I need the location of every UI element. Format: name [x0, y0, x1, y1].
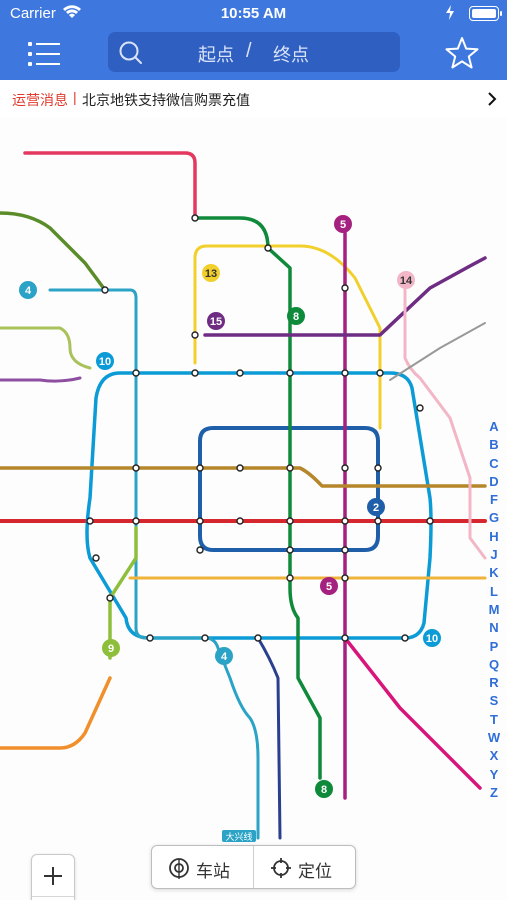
- subway-map-drawing[interactable]: 4 10 13 14 15 8 5 2 5 9 4 8 10: [0, 118, 507, 900]
- index-letter-f[interactable]: F: [490, 492, 498, 508]
- index-letter-q[interactable]: Q: [488, 656, 500, 672]
- subway-map[interactable]: 4 10 13 14 15 8 5 2 5 9 4 8 10: [0, 118, 507, 900]
- status-bar: Carrier 10:55 AM: [0, 0, 507, 28]
- line-s1-path: [0, 326, 92, 370]
- index-letter-z[interactable]: Z: [490, 784, 498, 800]
- nav-bar: 起点 / 终点: [0, 28, 507, 80]
- index-letter-k[interactable]: K: [489, 565, 499, 581]
- station-pin-icon: [169, 858, 189, 879]
- route-search-box[interactable]: 起点 / 终点: [108, 32, 400, 72]
- index-letter-t[interactable]: T: [490, 711, 498, 727]
- line-badge: 10: [426, 633, 438, 645]
- line-15-path: [203, 256, 487, 337]
- wifi-icon: [63, 5, 81, 18]
- charging-icon: [446, 5, 454, 20]
- index-letter-x[interactable]: X: [489, 748, 499, 764]
- battery-icon: [469, 6, 502, 21]
- line-badge: 15: [210, 316, 222, 328]
- line-9-path: [108, 526, 138, 660]
- line-14-path: [403, 276, 487, 560]
- index-letter-l[interactable]: L: [490, 583, 498, 599]
- line-west-path: [0, 376, 82, 383]
- carrier-label: Carrier: [10, 5, 56, 22]
- daxing-line-label: 大兴线: [225, 831, 252, 843]
- notice-message: 北京地铁支持微信购票充值: [82, 92, 250, 108]
- line-badge: 2: [373, 502, 379, 514]
- line-2-path: [198, 426, 380, 552]
- search-icon: [119, 41, 142, 64]
- plus-icon: [44, 867, 62, 885]
- stations-label: 车站: [196, 862, 230, 881]
- index-letter-h[interactable]: H: [489, 528, 499, 544]
- index-letter-b[interactable]: B: [489, 437, 499, 453]
- line-badge: 8: [293, 311, 299, 323]
- locate-label: 定位: [298, 862, 332, 881]
- index-letter-d[interactable]: D: [489, 473, 499, 489]
- line-badge: 14: [400, 275, 413, 287]
- line-fangshan-path: [0, 676, 112, 750]
- line-badge: 5: [340, 219, 346, 231]
- index-letter-j[interactable]: J: [490, 547, 498, 563]
- index-letter-a[interactable]: A: [489, 419, 499, 434]
- line-badge: 8: [321, 784, 327, 796]
- notice-separator: |: [73, 89, 77, 105]
- chevron-right-icon: [488, 92, 497, 106]
- crosshair-icon: [271, 858, 291, 878]
- index-letter-n[interactable]: N: [489, 620, 499, 636]
- clock: 10:55 AM: [220, 5, 287, 22]
- index-letter-c[interactable]: C: [489, 455, 499, 471]
- menu-button[interactable]: [28, 39, 62, 69]
- line-badge: 13: [205, 268, 217, 280]
- line-changping-path: [0, 211, 107, 292]
- index-letter-p[interactable]: P: [489, 638, 499, 654]
- bottom-actions: 车站 定位: [151, 845, 356, 889]
- index-letter-y[interactable]: Y: [489, 766, 499, 782]
- line-4-path: [48, 288, 260, 840]
- star-icon[interactable]: [444, 36, 480, 70]
- index-letter-g[interactable]: G: [488, 510, 500, 526]
- zoom-in-button[interactable]: [32, 855, 74, 897]
- notice-tag: 运营消息: [12, 92, 68, 108]
- origin-field[interactable]: 起点: [198, 45, 234, 65]
- line-8-path: [193, 216, 322, 780]
- line-badge: 4: [25, 285, 32, 297]
- destination-field[interactable]: 终点: [273, 45, 309, 65]
- line-badge: 10: [99, 356, 111, 368]
- stations-button[interactable]: 车站: [152, 846, 254, 888]
- line-badge: 4: [221, 651, 228, 663]
- line-daxing-path: [256, 636, 282, 840]
- index-letter-w[interactable]: W: [487, 730, 501, 746]
- line-top-path: [23, 151, 197, 220]
- line-yizhuang-path: [343, 636, 482, 790]
- line-airport-path: [389, 322, 486, 381]
- line-13-path: [193, 244, 382, 430]
- route-separator: /: [246, 40, 252, 62]
- index-letter-s[interactable]: S: [489, 693, 499, 709]
- line-6-path: [0, 466, 487, 488]
- locate-button[interactable]: 定位: [254, 846, 356, 888]
- index-letter-m[interactable]: M: [488, 601, 500, 617]
- operations-notice[interactable]: 运营消息 | 北京地铁支持微信购票充值: [0, 80, 507, 118]
- index-letter-r[interactable]: R: [489, 675, 499, 691]
- line-badge: 9: [108, 643, 114, 655]
- line-badge: 5: [326, 581, 332, 593]
- zoom-control: [31, 854, 75, 900]
